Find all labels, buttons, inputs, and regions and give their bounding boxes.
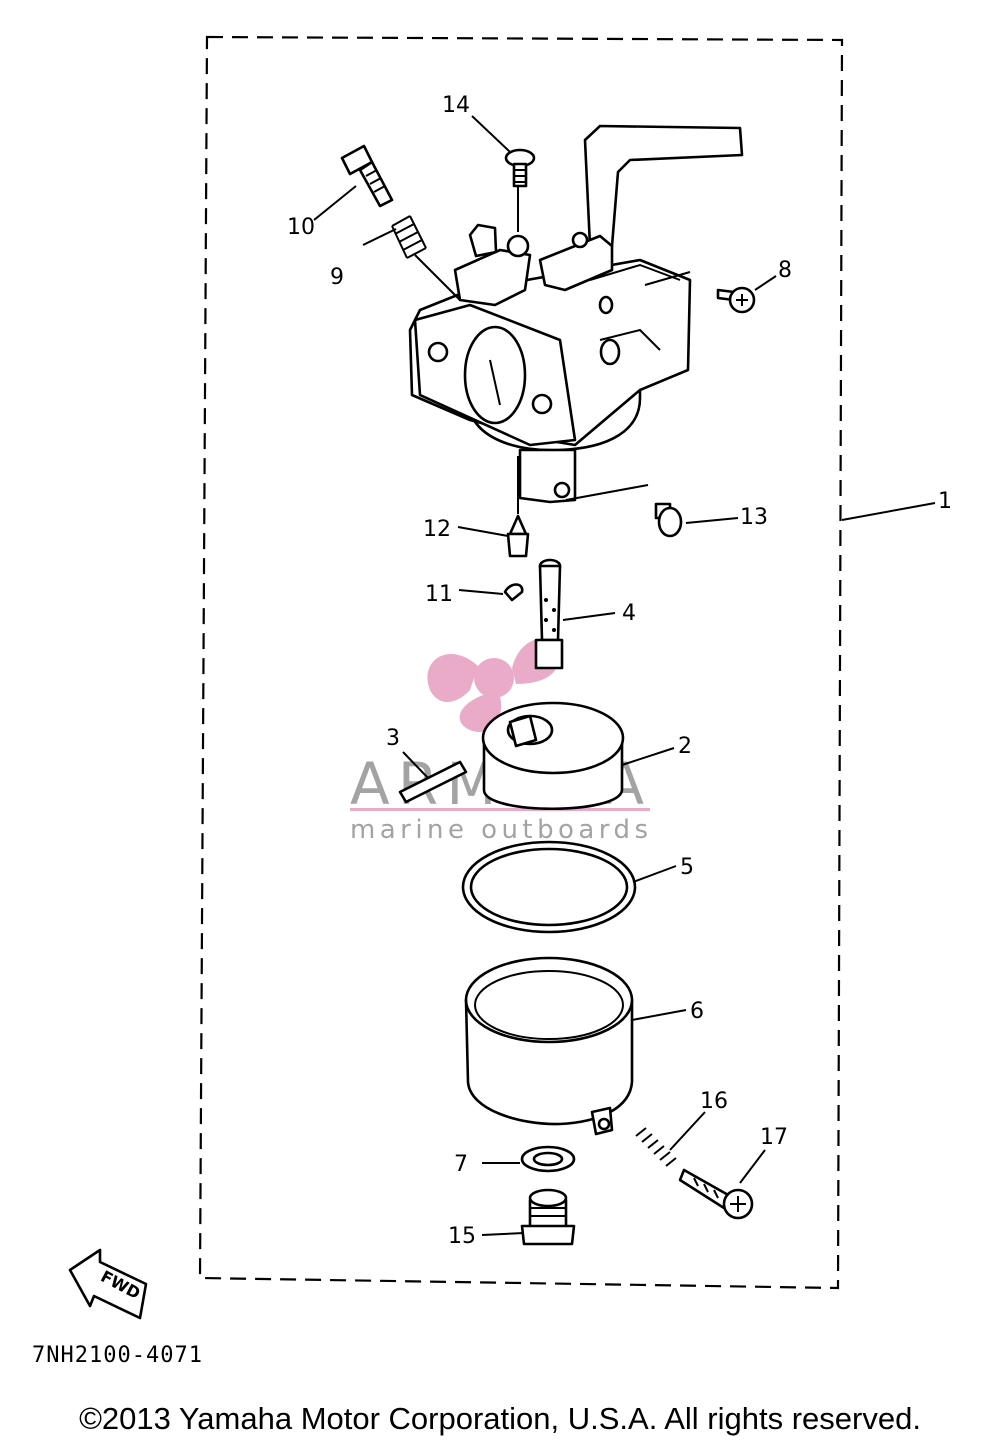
part-8-screw [716,286,756,314]
part-15-drain-plug [520,1188,576,1246]
callout-15: 15 [448,1224,476,1249]
callout-11: 11 [425,582,453,607]
callout-12: 12 [423,517,451,542]
callout-14: 14 [442,93,470,118]
callout-3: 3 [386,726,400,751]
callout-7: 7 [454,1152,468,1177]
callout-6: 6 [690,999,704,1024]
part-11-clip [503,583,524,602]
leader-lines [313,115,936,1236]
callout-2: 2 [678,734,692,759]
watermark-tagline: marine outboards [350,815,650,845]
callout-1: 1 [938,489,952,514]
callout-9: 9 [330,265,344,290]
callout-13: 13 [740,505,768,530]
part-6-float-bowl [464,956,634,1136]
part-5-gasket [461,840,637,934]
diagram-part-code: 7NH2100-4071 [32,1343,203,1368]
part-12-needle [506,514,530,558]
callout-17: 17 [760,1125,788,1150]
part-16-spring [635,1127,677,1167]
callout-numbers: 1 2 3 4 5 6 7 8 9 10 11 12 13 14 15 16 1… [287,93,952,1249]
watermark-underline [350,808,650,811]
part-2-float [481,701,625,811]
part-9-spring [391,215,427,259]
part-7-washer [520,1145,576,1173]
part-13-screw [654,502,683,538]
callout-5: 5 [680,855,694,880]
part-14-screw [504,148,536,188]
copyright-notice: ©2013 Yamaha Motor Corporation, U.S.A. A… [79,1401,921,1436]
callout-8: 8 [778,258,792,283]
part-17-screw [678,1168,754,1220]
callout-4: 4 [622,601,636,626]
assembly-boundary [198,35,844,1290]
part-4-jet [534,558,564,670]
part-3-pin [398,760,468,804]
callout-16: 16 [700,1089,728,1114]
callout-10: 10 [287,215,315,240]
part-10-screw [340,144,394,208]
fwd-arrow-icon: FWD [68,1248,148,1320]
carburetor-body [408,124,744,504]
